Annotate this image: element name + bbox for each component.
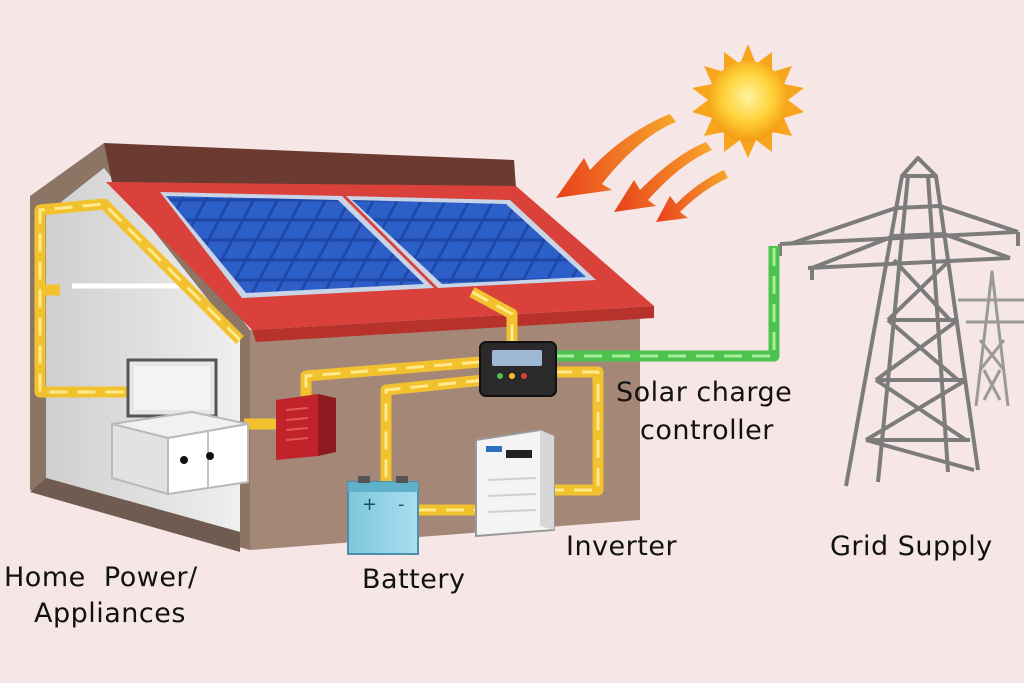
svg-text:+: +: [362, 494, 377, 515]
home-appliances-label-line1: Home Power/: [4, 562, 198, 593]
sun-icon: [692, 44, 804, 158]
solar-panel-icon: [160, 192, 596, 298]
home-appliances-label-line2: Appliances: [34, 598, 186, 629]
cabinet-icon: [111, 410, 249, 496]
solar-wires: [34, 198, 604, 516]
inverter-icon: [475, 428, 555, 538]
battery-icon: + -: [347, 476, 419, 555]
transmission-tower-icon: [778, 156, 1024, 487]
charge-controller-icon: [479, 341, 557, 397]
grid-supply-label: Grid Supply: [830, 531, 993, 562]
grid-wire: [556, 246, 780, 362]
tv-icon: [126, 358, 218, 424]
svg-text:-: -: [398, 494, 405, 515]
inverter-label: Inverter: [566, 531, 678, 562]
battery-label: Battery: [362, 564, 466, 595]
charge-controller-label-line1: Solar charge: [616, 377, 793, 408]
sun-ray-arrows: [556, 114, 728, 222]
charge-controller-label-line2: controller: [640, 415, 774, 446]
breaker-box-icon: [276, 394, 336, 460]
